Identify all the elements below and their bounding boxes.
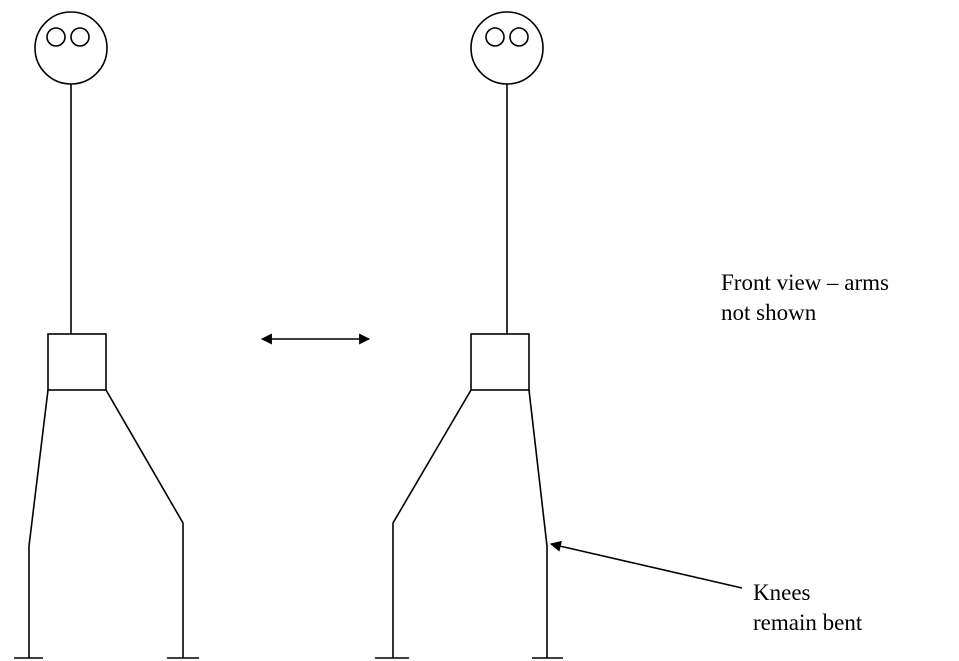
right-figure	[375, 11, 563, 659]
knee-pointer-arrow	[549, 540, 743, 589]
left-figure-eye-left	[46, 27, 66, 47]
right-figure-left-leg	[392, 389, 472, 658]
knees-note-line2: remain bent	[753, 610, 863, 635]
right-figure-eye-right	[509, 27, 529, 47]
front-view-note-line2: not shown	[721, 300, 817, 325]
right-figure-eye-left	[485, 27, 505, 47]
right-figure-head	[470, 11, 544, 85]
right-figure-right-leg	[528, 389, 548, 658]
front-view-note: Front view – arms not shown	[721, 268, 889, 328]
left-figure-right-leg	[105, 389, 184, 658]
left-figure	[14, 11, 199, 659]
left-figure-eye-right	[70, 27, 90, 47]
front-view-note-line1: Front view – arms	[721, 270, 890, 295]
knees-note-line1: Knees	[753, 580, 811, 605]
knees-note: Knees remain bent	[753, 578, 862, 638]
right-figure-pelvis	[470, 333, 530, 391]
left-figure-head	[34, 11, 108, 85]
left-figure-left-leg	[28, 389, 49, 658]
left-figure-pelvis	[47, 333, 107, 391]
